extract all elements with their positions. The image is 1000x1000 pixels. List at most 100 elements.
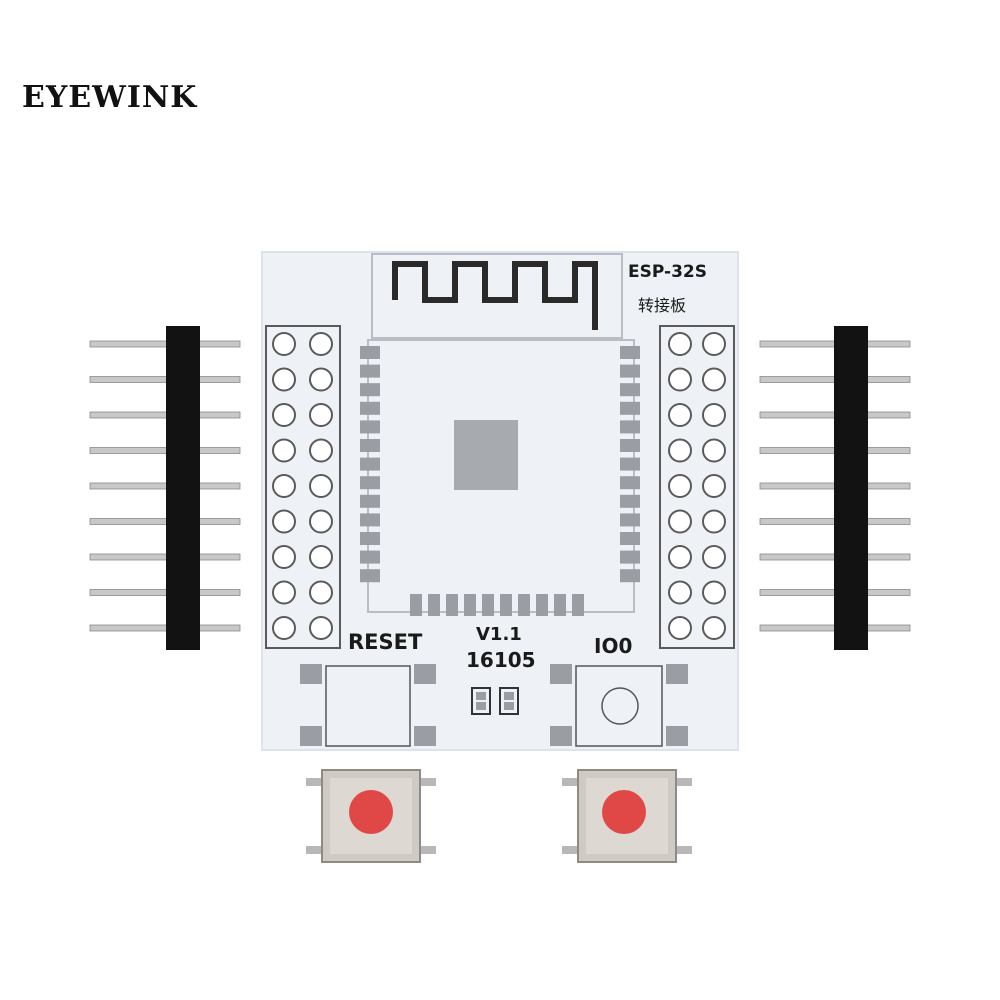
left-header-pin [89,340,241,348]
left-header-pin [89,518,241,525]
board-substrate [261,251,739,751]
board-code-label: 16105 [466,648,536,672]
header-hole [309,438,333,463]
header-hole [702,403,726,427]
module-pad-bottom [572,594,584,616]
header-hole [668,367,692,392]
module-pad-left [360,457,380,471]
module-pad-bottom [410,594,422,616]
antenna-outline [371,253,623,339]
header-hole [702,367,726,392]
header-hole [702,580,726,605]
header-hole [272,509,296,534]
module-pad-right [620,364,640,378]
header-hole [272,332,296,356]
header-hole [702,616,726,640]
module-pad-left [360,364,380,378]
version-label: V1.1 [476,624,522,645]
module-pad-bottom [446,594,458,616]
header-hole [668,580,692,605]
header-hole [272,438,296,463]
header-hole [309,509,333,534]
header-hole [272,616,296,640]
module-pad-right [620,439,640,452]
header-hole [309,580,333,605]
module-pad-left [360,513,380,527]
module-pad-right [620,457,640,471]
module-pad-left [360,346,380,359]
left-header-pin [89,553,241,561]
right-header-plastic [834,326,868,650]
module-pad-left [360,401,380,415]
tactile-button-right [562,769,692,863]
header-hole [668,509,692,534]
module-pad-bottom [482,594,494,616]
module-pad-left [360,383,380,397]
header-hole [702,509,726,534]
reset-button-footprint [300,664,436,747]
header-hole [272,403,296,427]
adapter-board [261,251,739,751]
module-pad-left [360,532,380,545]
module-pad-right [620,383,640,397]
header-hole [668,474,692,498]
board-subtitle-label: 转接板 [638,296,687,315]
left-header-pin [89,411,241,419]
io0-button-footprint [550,664,688,747]
header-hole [668,545,692,569]
module-pad-left [360,494,380,508]
module-pad-right [620,494,640,508]
ground-pad [454,420,518,490]
module-pad-right [620,420,640,434]
left-pin-header [89,326,241,650]
header-hole [668,403,692,427]
module-pad-bottom [500,594,512,616]
module-pad-right [620,401,640,415]
header-hole [309,616,333,640]
module-pad-right [620,346,640,359]
module-pad-bottom [464,594,476,616]
right-holes-frame [659,325,735,649]
header-hole [309,474,333,498]
smd-components [471,687,519,715]
module-pad-bottom [518,594,530,616]
left-header-pin [89,624,241,632]
header-hole [309,545,333,569]
module-pad-left [360,476,380,490]
module-pad-right [620,513,640,527]
header-hole [272,474,296,498]
module-pad-right [620,532,640,545]
tactile-button-left [306,769,436,863]
reset-label: RESET [348,630,423,654]
module-pad-left [360,420,380,434]
header-hole [272,367,296,392]
header-hole [272,580,296,605]
header-hole [702,438,726,463]
module-pad-bottom [536,594,548,616]
right-pin-header [759,326,911,650]
header-hole [309,403,333,427]
board-model-label: ESP-32S [628,262,707,282]
left-header-pin [89,482,241,490]
left-holes-frame [265,325,341,649]
header-hole [668,616,692,640]
header-hole [309,367,333,392]
module-pad-left [360,569,380,583]
header-hole [702,545,726,569]
io0-label: IO0 [594,634,633,658]
header-hole [702,474,726,498]
header-hole [702,332,726,356]
brand-logo-text: EYEWINK [22,80,198,115]
header-hole [668,438,692,463]
module-pad-right [620,476,640,490]
header-hole [668,332,692,356]
module-pad-left [360,439,380,452]
module-pad-right [620,569,640,583]
header-hole [309,332,333,356]
module-pad-right [620,550,640,564]
left-header-plastic [166,326,200,650]
antenna-trace [392,261,598,330]
header-hole [272,545,296,569]
left-header-pin [89,376,241,383]
